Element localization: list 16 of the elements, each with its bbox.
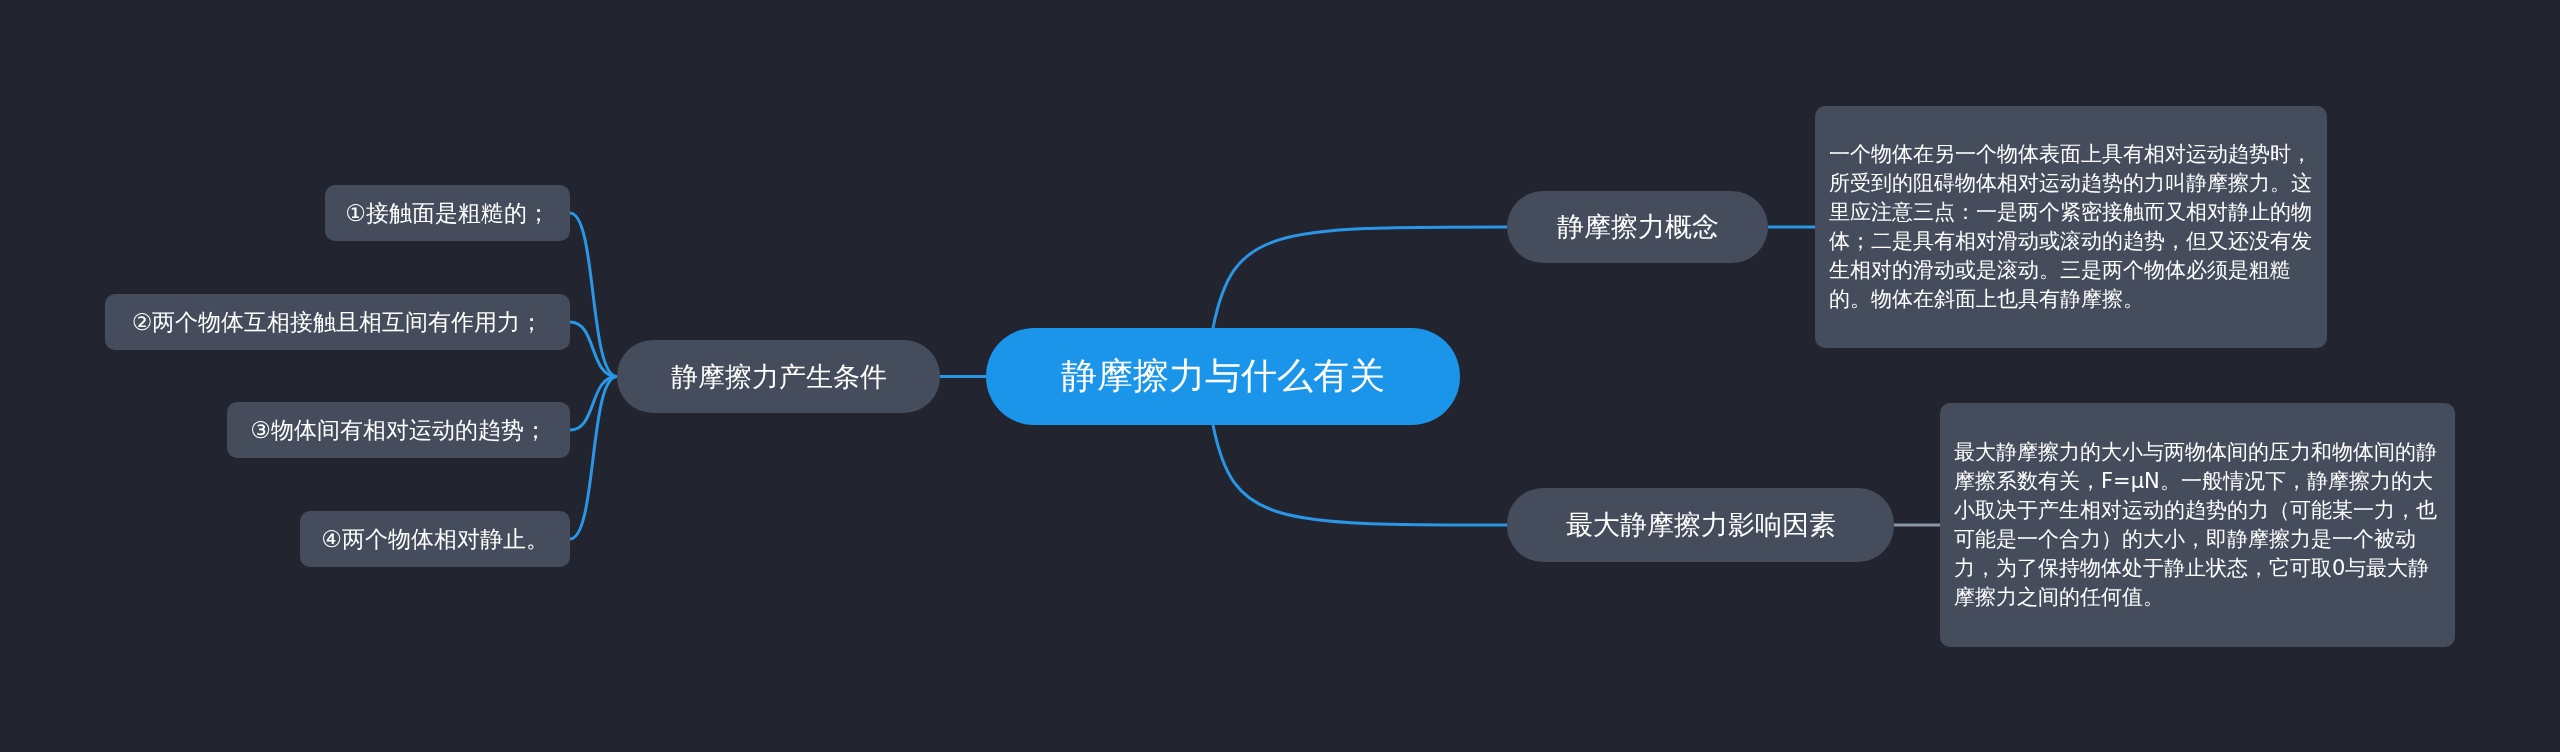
- subtopic-box: ④两个物体相对静止。: [300, 511, 570, 567]
- connector-line: [569, 375, 618, 541]
- connector-line: [1211, 424, 1507, 527]
- connector-line: [1768, 225, 1815, 229]
- connector-line: [1211, 225, 1507, 329]
- topic-box: 最大静摩擦力影响因素: [1507, 488, 1894, 562]
- topic-box: 静摩擦力产生条件: [617, 340, 940, 413]
- connector-line: [569, 211, 618, 378]
- topic-box: 静摩擦力概念: [1507, 191, 1768, 263]
- central-topic-box: 静摩擦力与什么有关: [986, 328, 1460, 425]
- connector-line: [1894, 523, 1940, 527]
- note-box: 最大静摩擦力的大小与两物体间的压力和物体间的静摩擦系数有关，F=μN。一般情况下，静摩擦力的大小取决于产生相对运动的趋势的力（可能某一力，也可能是一个合力）的大小，即静摩擦力是一个被动力，为了保持物体处于静止状态，它可取0与最大静摩擦力之间的任何值。: [1940, 403, 2455, 647]
- subtopic-box: ③物体间有相对运动的趋势；: [227, 402, 570, 458]
- note-box: 一个物体在另一个物体表面上具有相对运动趋势时，所受到的阻碍物体相对运动趋势的力叫静摩擦力。这里应注意三点：一是两个紧密接触而又相对静止的物体；二是具有相对滑动或滚动的趋势，但又还没有发生相对的滑动或是滚动。三是两个物体必须是粗糙的。物体在斜面上也具有静摩擦。: [1815, 106, 2327, 348]
- subtopic-box: ②两个物体互相接触且相互间有作用力；: [105, 294, 570, 350]
- subtopic-box: ①接触面是粗糙的；: [325, 185, 570, 241]
